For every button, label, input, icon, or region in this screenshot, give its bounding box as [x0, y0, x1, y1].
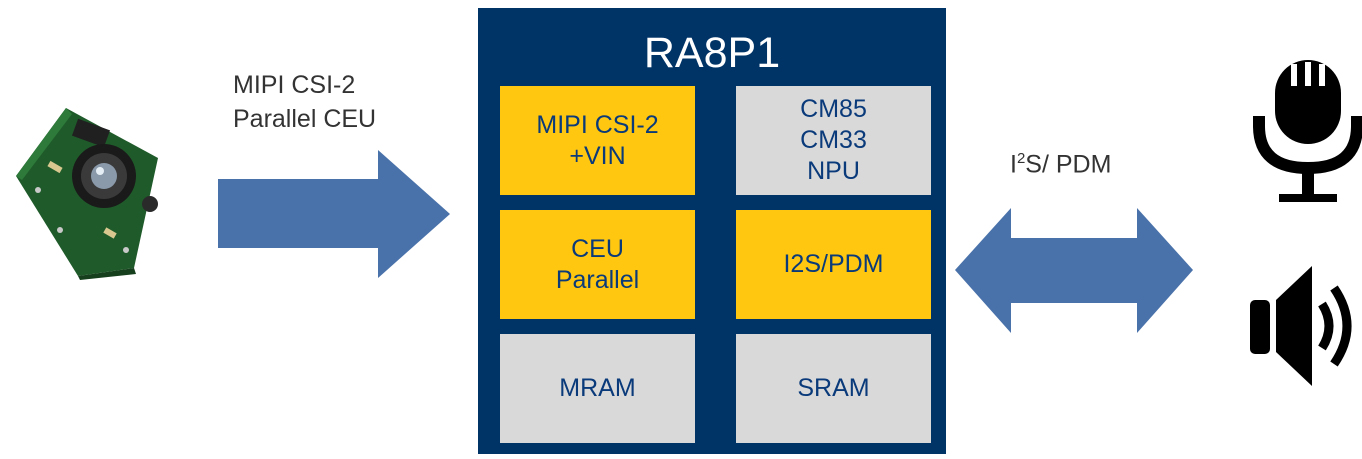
block-cores: CM85 CM33 NPU: [736, 86, 931, 195]
block-label: SRAM: [797, 374, 870, 402]
camera-module-icon: [16, 108, 158, 280]
block-label: CM85 CM33 NPU: [800, 95, 867, 185]
microphone-icon: [1253, 60, 1362, 202]
block-mram: MRAM: [500, 334, 695, 443]
input-interface-label: MIPI CSI-2: [233, 71, 356, 99]
block-ceu: CEU Parallel: [500, 210, 695, 319]
audio-link-label: I2S/ PDM: [1010, 150, 1112, 179]
chip-title: RA8P1: [643, 29, 781, 77]
input-interface-label: Parallel CEU: [233, 105, 377, 133]
block-i2s-pdm: I2S/PDM: [736, 210, 931, 319]
block-label: MRAM: [559, 374, 636, 402]
block-label: I2S/PDM: [783, 250, 884, 278]
chip-ra8p1: RA8P1 MIPI CSI-2 +VIN CM85 CM33 NPU CEU …: [478, 8, 946, 454]
arrow-right-icon: [218, 150, 450, 278]
block-mipi-csi2: MIPI CSI-2 +VIN: [500, 86, 695, 195]
block-label: CEU Parallel: [555, 234, 640, 294]
block-label: MIPI CSI-2 +VIN: [536, 110, 659, 170]
bidirectional-arrow-icon: [955, 208, 1193, 333]
block-sram: SRAM: [736, 334, 931, 443]
speaker-icon: [1250, 266, 1352, 386]
